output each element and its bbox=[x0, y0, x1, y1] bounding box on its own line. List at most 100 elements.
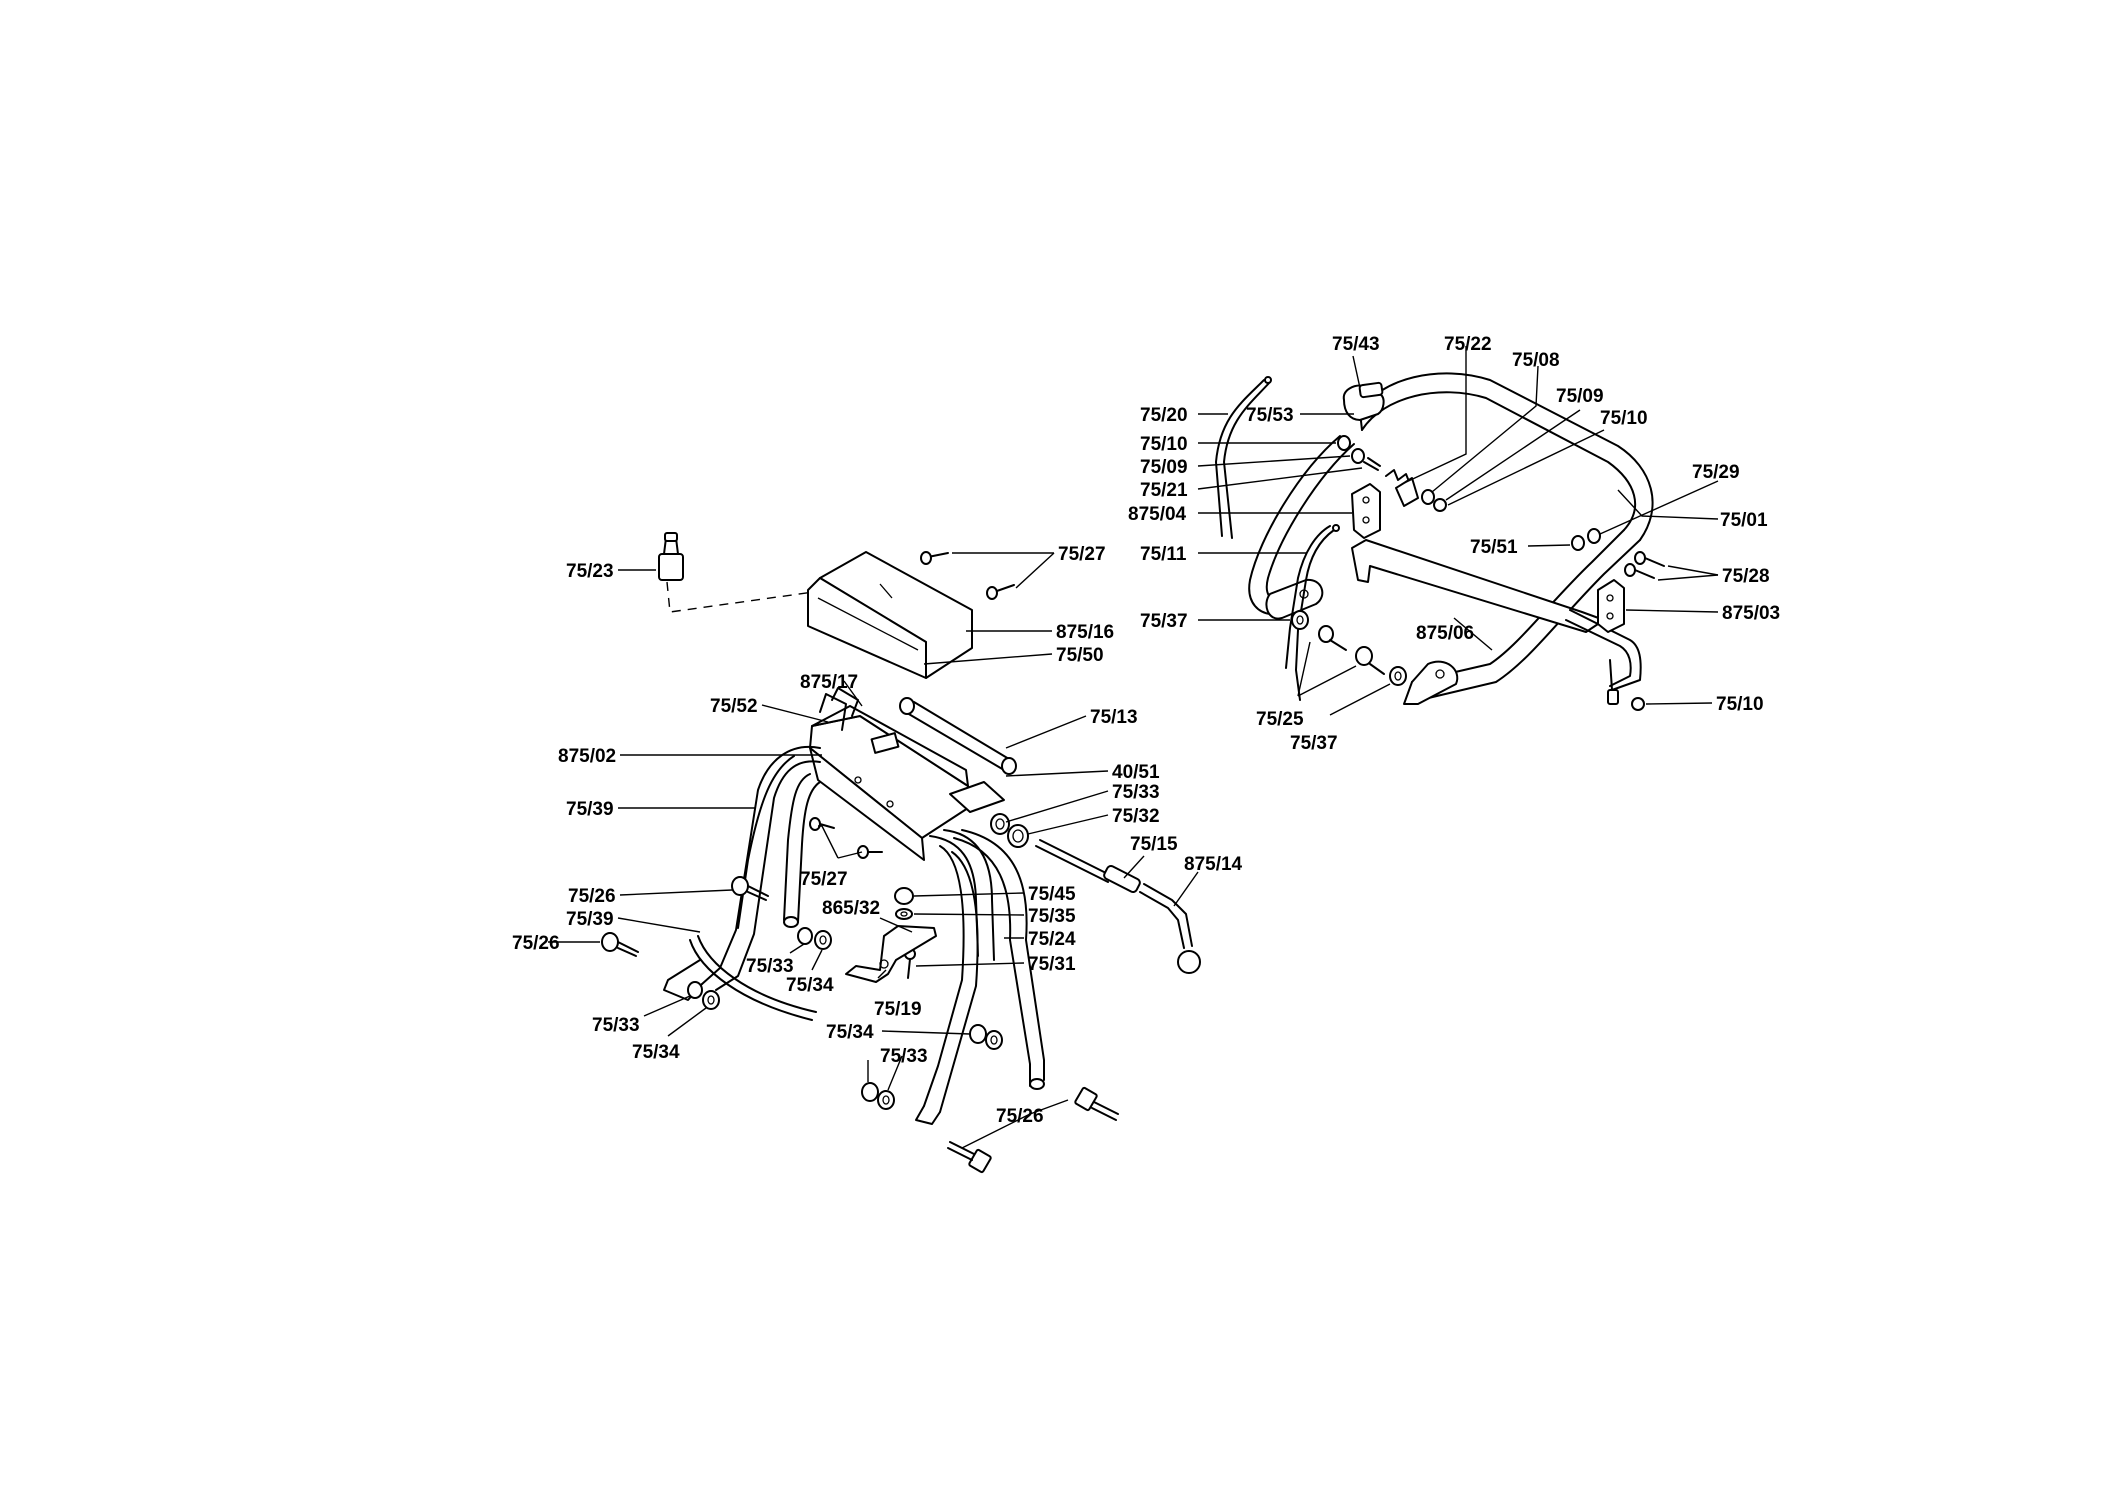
callout-75-20: 75/20 bbox=[1140, 405, 1188, 426]
washer-75-51 bbox=[1571, 535, 1585, 551]
console-875-02 bbox=[809, 705, 969, 861]
callout-75-09-b: 75/09 bbox=[1140, 457, 1188, 478]
callout-875-06: 875/06 bbox=[1416, 623, 1474, 644]
callout-75-39-a: 75/39 bbox=[566, 799, 614, 820]
washer-75-10-b bbox=[1433, 498, 1447, 512]
screw-75-27-c bbox=[809, 817, 835, 831]
washer-75-29 bbox=[1587, 528, 1601, 544]
bolt-75-25-a bbox=[1318, 625, 1347, 651]
nut-75-45 bbox=[894, 887, 914, 905]
bolt-75-26-c bbox=[1074, 1086, 1119, 1121]
callout-75-33-a: 75/33 bbox=[1112, 782, 1160, 803]
callout-75-31: 75/31 bbox=[1028, 954, 1076, 975]
washer-75-37-b bbox=[1389, 666, 1407, 686]
callout-75-33-d: 75/33 bbox=[880, 1046, 928, 1067]
nut-75-09-b bbox=[1421, 489, 1435, 505]
washer-75-34-a bbox=[814, 930, 832, 950]
callout-75-45: 75/45 bbox=[1028, 884, 1076, 905]
callout-875-03: 875/03 bbox=[1722, 603, 1780, 624]
callout-75-10-a: 75/10 bbox=[1600, 408, 1648, 429]
bracket-875-17 bbox=[819, 687, 859, 731]
cable-75-20 bbox=[1215, 376, 1272, 539]
bolt-75-26-b bbox=[601, 932, 639, 957]
cable-end-right bbox=[1607, 659, 1619, 705]
screw-75-27-d bbox=[857, 845, 883, 859]
callout-875-02: 875/02 bbox=[558, 746, 616, 767]
callout-865-32: 865/32 bbox=[822, 898, 880, 919]
callout-75-10-b: 75/10 bbox=[1140, 434, 1188, 455]
nut-75-09-a bbox=[1351, 448, 1365, 464]
callout-75-29: 75/29 bbox=[1692, 462, 1740, 483]
lever-75-43 bbox=[1342, 381, 1385, 421]
nut-75-34-d bbox=[861, 1082, 879, 1102]
callout-75-34-a: 75/34 bbox=[786, 975, 834, 996]
callout-75-22: 75/22 bbox=[1444, 334, 1492, 355]
handle-end-plate-right bbox=[1403, 660, 1459, 705]
handle-bar-75-39-left bbox=[701, 745, 821, 991]
callout-75-27-mid: 75/27 bbox=[800, 869, 848, 890]
rod-75-13 bbox=[899, 697, 1017, 775]
washer-75-33-a bbox=[990, 813, 1010, 835]
callout-labels: 75/23 75/27 875/16 75/50 875/17 75/52 75… bbox=[512, 334, 1780, 1127]
crossbar-right-rod bbox=[1565, 609, 1642, 691]
callout-75-43: 75/43 bbox=[1332, 334, 1380, 355]
callout-75-32: 75/32 bbox=[1112, 806, 1160, 827]
callout-75-21: 75/21 bbox=[1140, 480, 1188, 501]
callout-75-01: 75/01 bbox=[1720, 510, 1768, 531]
callout-75-15: 75/15 bbox=[1130, 834, 1178, 855]
callout-75-23: 75/23 bbox=[566, 561, 614, 582]
nut-75-33-c bbox=[687, 981, 703, 999]
callout-75-13: 75/13 bbox=[1090, 707, 1138, 728]
nut-75-33-d bbox=[969, 1024, 987, 1044]
bolt-75-25-b bbox=[1355, 646, 1385, 675]
callout-75-37-a: 75/37 bbox=[1140, 611, 1188, 632]
bar-lower-right bbox=[915, 845, 979, 1125]
pin-75-21 bbox=[1363, 457, 1381, 471]
cover-plate-75-50 bbox=[807, 551, 973, 679]
callout-75-52: 75/52 bbox=[710, 696, 758, 717]
callout-75-33-c: 75/33 bbox=[592, 1015, 640, 1036]
callout-875-16: 875/16 bbox=[1056, 622, 1114, 643]
callout-75-24: 75/24 bbox=[1028, 929, 1076, 950]
callout-75-35: 75/35 bbox=[1028, 906, 1076, 927]
callout-75-09-a: 75/09 bbox=[1556, 386, 1604, 407]
callout-75-11: 75/11 bbox=[1140, 544, 1187, 565]
callout-75-34-c: 75/34 bbox=[826, 1022, 874, 1043]
washer-75-34-c bbox=[985, 1030, 1003, 1050]
bar-75-24 bbox=[929, 829, 1045, 1090]
washer-75-35 bbox=[895, 908, 913, 920]
callout-75-26-c: 75/26 bbox=[996, 1106, 1044, 1127]
callout-75-51: 75/51 bbox=[1470, 537, 1518, 558]
bar-lower-left-end bbox=[663, 959, 703, 1001]
bracket-875-03 bbox=[1597, 579, 1625, 633]
rod-75-15 bbox=[1035, 839, 1201, 974]
callout-75-33-b: 75/33 bbox=[746, 956, 794, 977]
handle-75-01 bbox=[1359, 372, 1654, 701]
callout-75-50: 75/50 bbox=[1056, 645, 1104, 666]
washer-75-37-a bbox=[1291, 610, 1309, 630]
screw-75-27-b bbox=[986, 584, 1015, 600]
bolt-75-26-d bbox=[947, 1141, 992, 1174]
callout-875-14: 875/14 bbox=[1184, 854, 1243, 875]
switch-75-23 bbox=[658, 532, 684, 581]
callout-75-26-b: 75/26 bbox=[512, 933, 560, 954]
washer-75-33-e bbox=[877, 1090, 895, 1110]
bolt-75-28-b bbox=[1624, 563, 1655, 579]
bracket-875-04 bbox=[1351, 483, 1381, 539]
callout-75-19: 75/19 bbox=[874, 999, 922, 1020]
callout-75-08: 75/08 bbox=[1512, 350, 1560, 371]
callout-75-37-b: 75/37 bbox=[1290, 733, 1338, 754]
callout-40-51: 40/51 bbox=[1112, 762, 1160, 783]
callout-75-10-c: 75/10 bbox=[1716, 694, 1764, 715]
screw-75-27-a bbox=[920, 551, 949, 565]
crossbar-875-06 bbox=[1351, 539, 1605, 633]
bolt-75-26-a bbox=[731, 876, 769, 901]
callout-75-39-b: 75/39 bbox=[566, 909, 614, 930]
washer-75-32 bbox=[1007, 824, 1029, 848]
callout-75-27-top: 75/27 bbox=[1058, 544, 1106, 565]
washer-75-10-a bbox=[1337, 435, 1351, 451]
callout-75-25: 75/25 bbox=[1256, 709, 1304, 730]
bracket-75-19 bbox=[845, 925, 937, 983]
washer-75-34-b bbox=[702, 990, 720, 1010]
